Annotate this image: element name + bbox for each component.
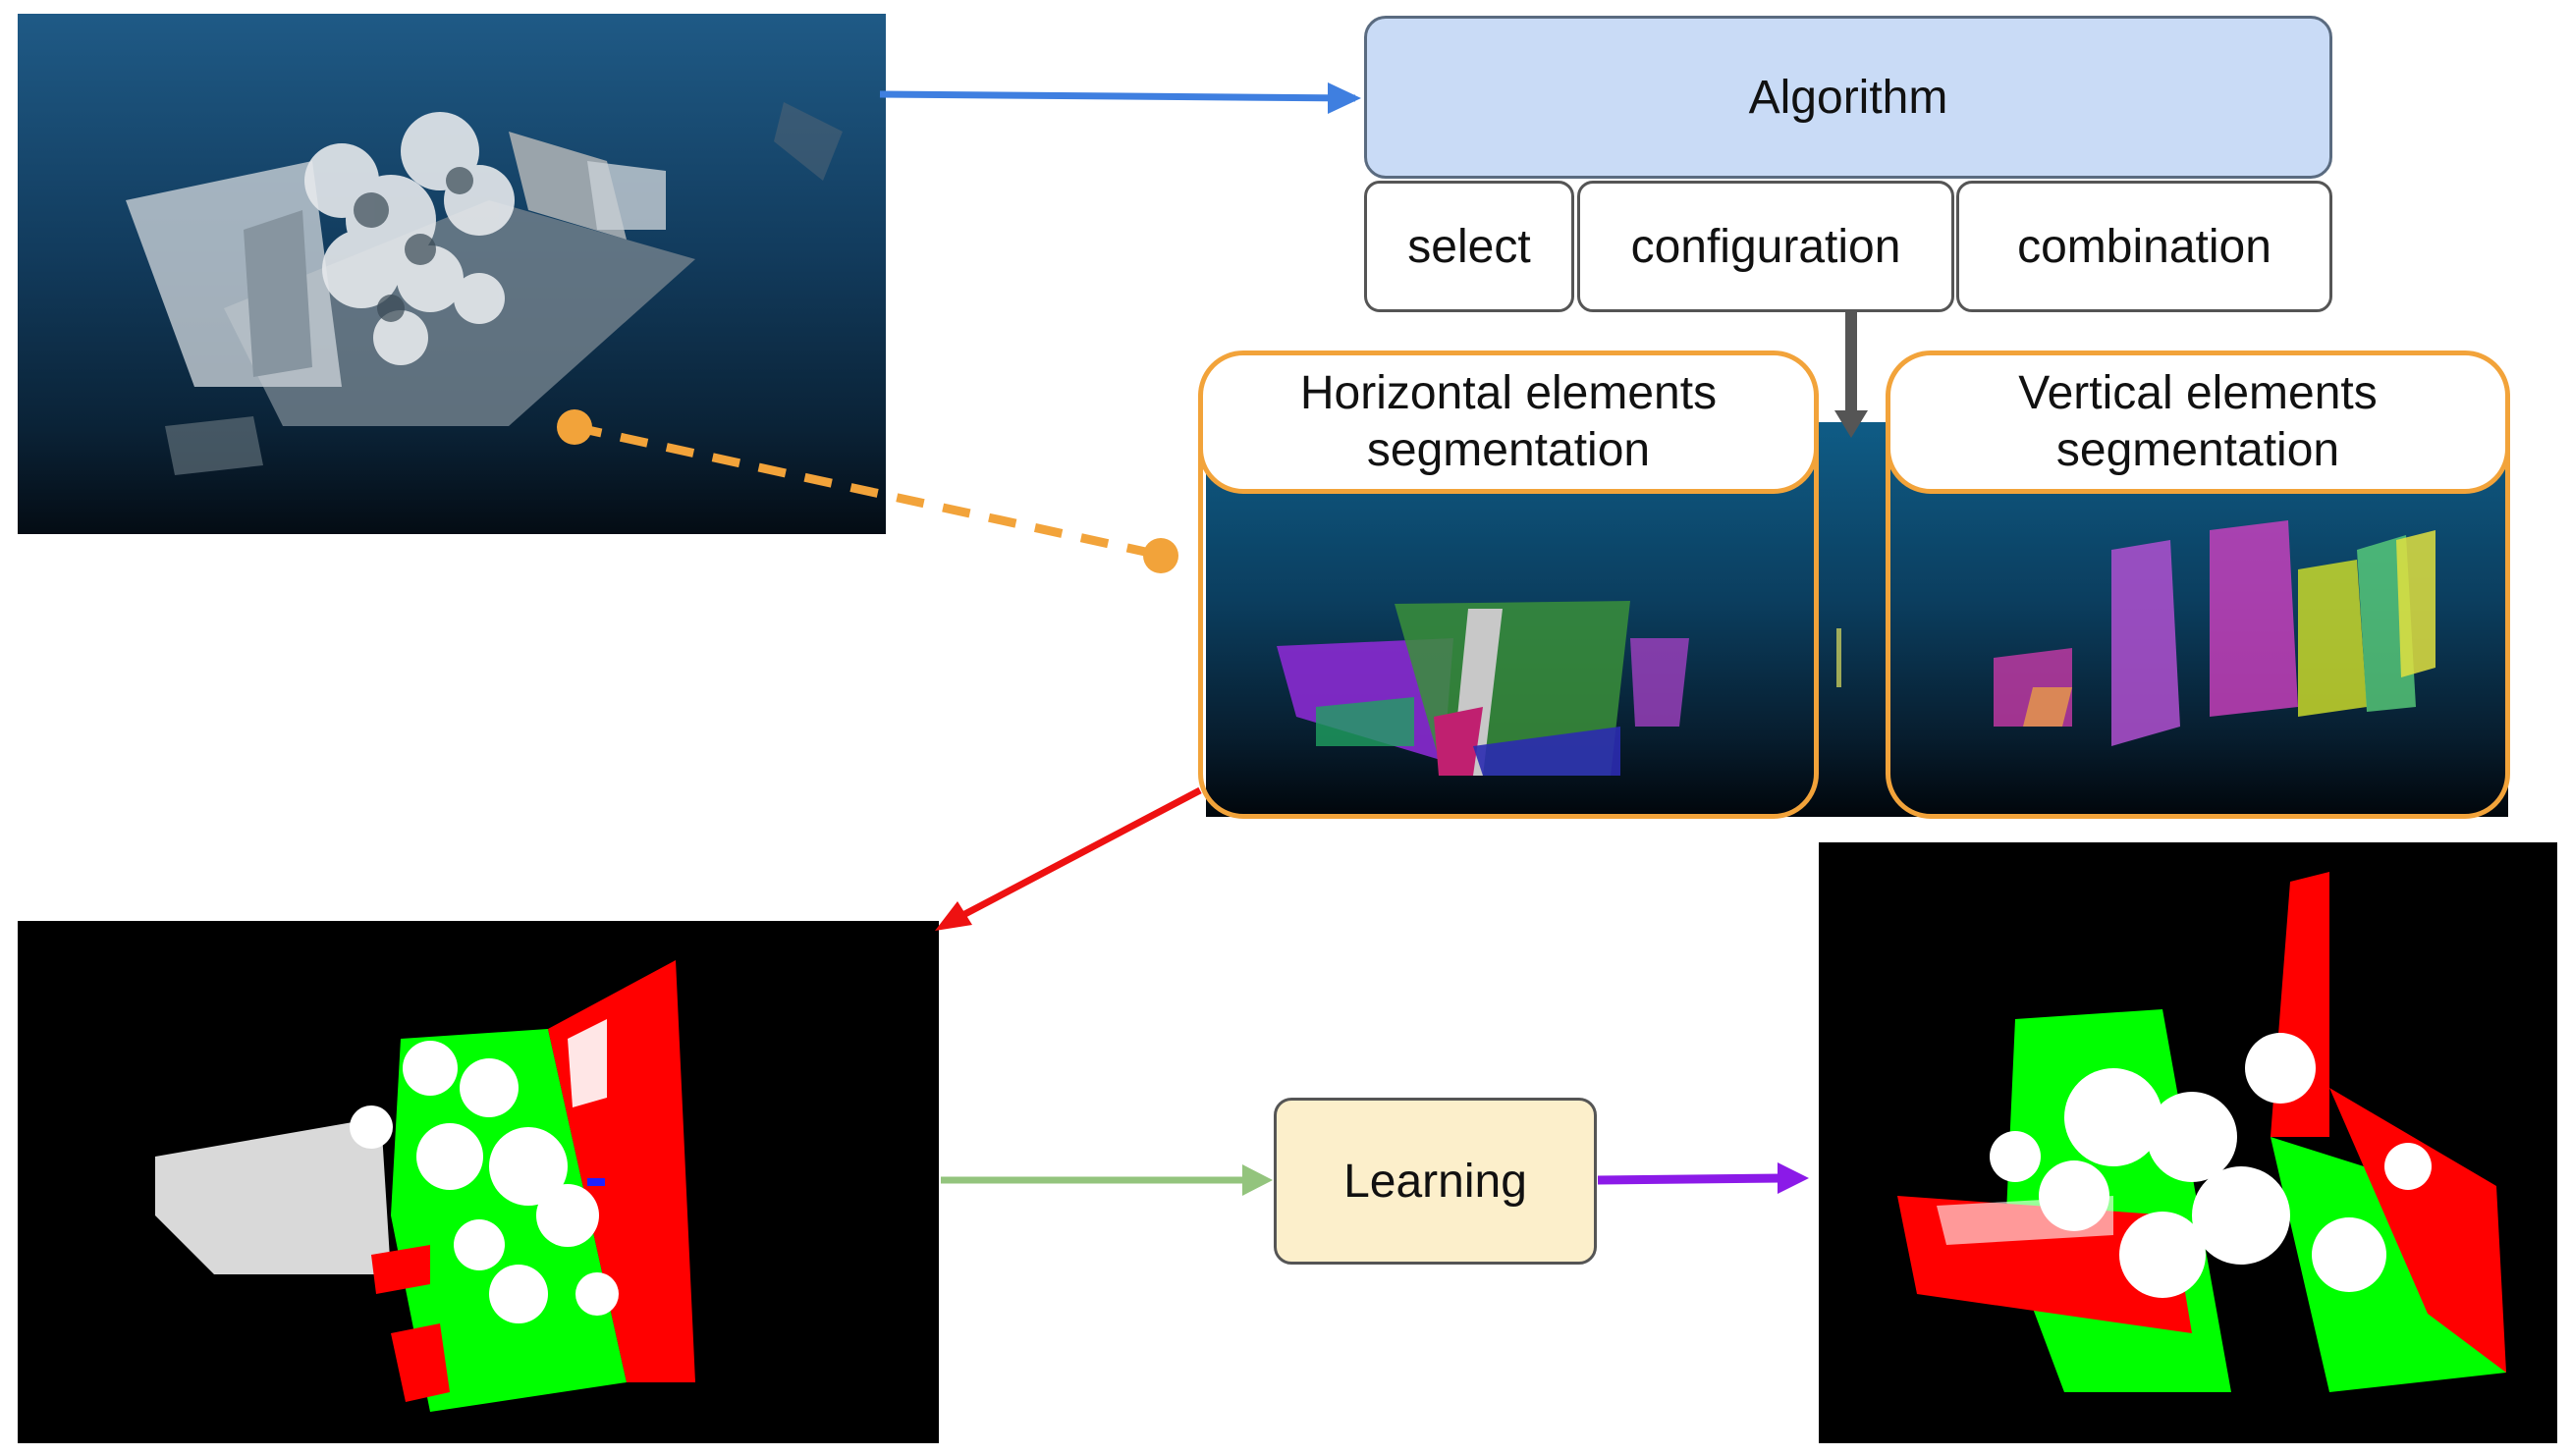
option-configuration-box: configuration: [1577, 181, 1954, 312]
option-combination-label: combination: [2017, 220, 2271, 273]
algorithm-labeled-cloud-drawing: [155, 960, 695, 1412]
input-point-cloud-image: [18, 14, 886, 534]
learning-label: Learning: [1343, 1155, 1527, 1208]
option-combination-box: combination: [1956, 181, 2332, 312]
learning-box: Learning: [1274, 1098, 1597, 1265]
algorithm-box: Algorithm: [1364, 16, 2332, 179]
dashed-link-input-to-segmentation: [574, 422, 1160, 560]
learning-labeled-cloud-image: [1819, 842, 2557, 1443]
vertical-segmentation-label: Vertical elements segmentation: [1886, 351, 2510, 494]
arrow-input-to-algorithm: [879, 90, 1358, 103]
option-configuration-label: configuration: [1630, 220, 1901, 273]
horizontal-segmentation-line2: segmentation: [1366, 424, 1651, 476]
algorithm-label: Algorithm: [1748, 71, 1948, 124]
input-point-cloud-drawing: [126, 102, 843, 475]
option-select-box: select: [1364, 181, 1574, 312]
vertical-segmentation-line1: Vertical elements: [2018, 367, 2378, 419]
dashed-link-start-dot: [557, 409, 592, 445]
algorithm-labeled-cloud-image: [18, 921, 939, 1443]
learning-labeled-cloud-drawing: [1897, 872, 2506, 1392]
horizontal-segmentation-line1: Horizontal elements: [1299, 367, 1718, 419]
arrow-segmentation-to-labeled: [956, 786, 1202, 922]
vertical-segmentation-line2: segmentation: [2055, 424, 2340, 476]
arrow-learning-to-result: [1597, 1173, 1783, 1185]
option-select-label: select: [1407, 220, 1531, 273]
horizontal-segmentation-label: Horizontal elements segmentation: [1198, 351, 1819, 494]
dashed-link-end-dot: [1143, 538, 1178, 573]
